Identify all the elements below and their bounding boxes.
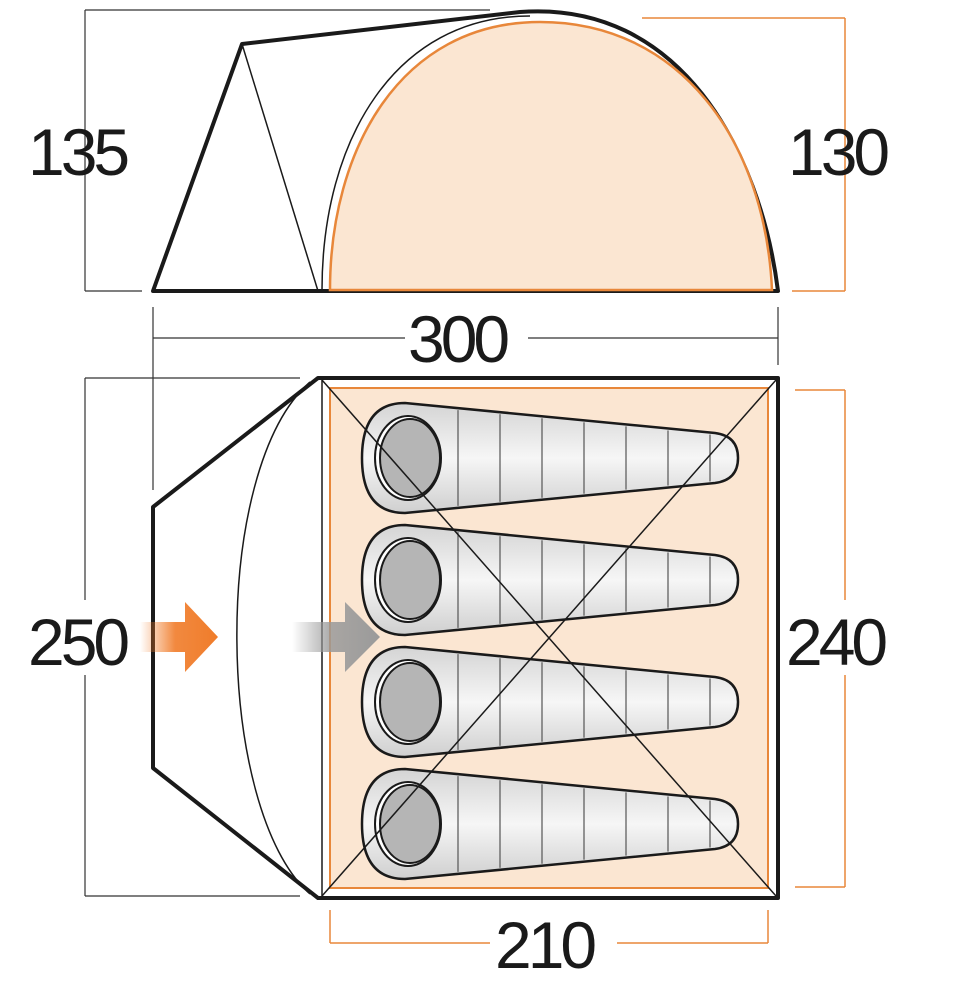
sleeping-bag (360, 523, 740, 637)
total-length-label: 300 (408, 302, 508, 376)
sleeping-bag-body (360, 645, 740, 759)
sleeping-bag (360, 401, 740, 515)
sleeping-bag-head (379, 662, 441, 742)
inner-length-label: 210 (495, 908, 595, 982)
side-view: 135 130 (28, 9, 892, 293)
side-porch-pole (241, 43, 319, 292)
total-width-label: 250 (28, 605, 128, 679)
orange-entrance-arrow-icon (140, 602, 218, 672)
side-total-height-label: 135 (28, 115, 127, 189)
sleeping-bag (360, 767, 740, 881)
length-dimension: 300 (152, 302, 779, 490)
side-inner-height-label: 130 (788, 115, 888, 189)
sleeping-bag-body (360, 523, 740, 637)
cross-pole-2 (321, 379, 777, 897)
side-inner-tent-edge (321, 15, 531, 291)
sleeping-bag-head (379, 418, 441, 498)
inner-width-label: 240 (786, 605, 886, 679)
sleeping-bags (360, 401, 740, 881)
side-inner-tent (328, 20, 774, 292)
floor-plan: 250 240 210 (28, 376, 890, 982)
sleeping-bag (360, 645, 740, 759)
porch-door-curve (236, 381, 311, 895)
sleeping-bag-head (379, 784, 441, 864)
sleeping-bag-body (360, 401, 740, 515)
grey-entrance-arrow-icon (292, 602, 380, 672)
sleeping-bag-body (360, 767, 740, 881)
sleeping-bag-head (379, 540, 441, 620)
